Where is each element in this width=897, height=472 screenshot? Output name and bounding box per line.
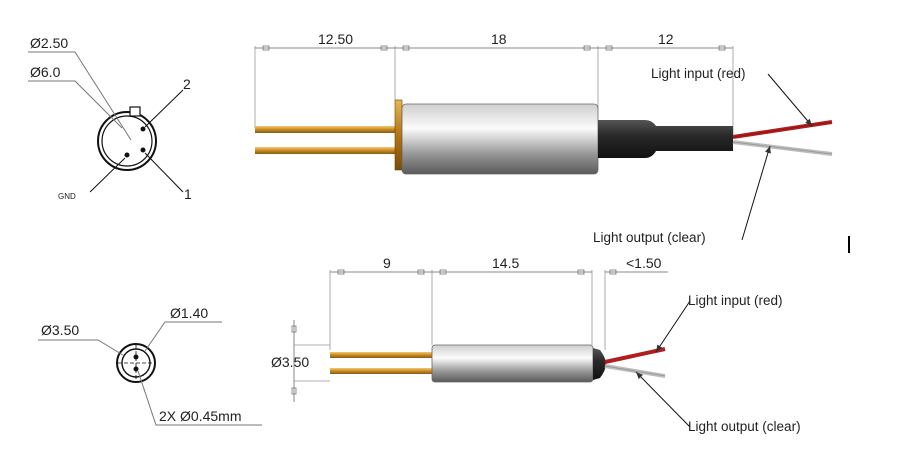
top-gnd-label: GND — [58, 192, 76, 201]
top-side-view: 12.50 18 12 Light input (red) Light outp… — [254, 31, 833, 245]
bottom-dia-body-label: Ø3.50 — [41, 322, 79, 338]
top-pin2-label: 2 — [183, 76, 191, 92]
top-gnd-leader — [89, 157, 126, 193]
top-dia-body-leader — [28, 80, 123, 129]
bottom-pin-upper — [133, 354, 139, 360]
top-dim-b-label: 18 — [491, 31, 507, 47]
top-dim-c-label: 12 — [658, 31, 674, 47]
bottom-light-output-label: Light output (clear) — [688, 419, 801, 434]
bottom-side-view: 9 14.5 <1.50 Ø3.50 Light input (red) Lig… — [271, 255, 801, 434]
bottom-epoxy-tip — [593, 348, 606, 380]
top-input-leader — [767, 73, 813, 127]
top-body-inner-circle — [101, 115, 153, 167]
bottom-steel-body — [431, 344, 594, 383]
bottom-input-leader — [655, 300, 691, 353]
bottom-dim-a-label: 9 — [383, 255, 391, 271]
top-dia-pin-leader — [28, 51, 132, 141]
bottom-gold-pin-upper — [330, 352, 433, 358]
bottom-pin-dia-label: 2X Ø0.45mm — [159, 408, 241, 424]
top-dia-pin-label: Ø2.50 — [30, 35, 68, 51]
top-pin-1 — [140, 147, 146, 153]
bottom-pin-dia-leader — [137, 370, 262, 426]
bottom-dim-c-label: <1.50 — [626, 255, 662, 271]
bottom-light-input-label: Light input (red) — [688, 293, 783, 308]
top-end-view: Ø2.50 Ø6.0 2 1 GND — [28, 35, 192, 202]
bottom-output-leader — [635, 371, 691, 428]
bottom-dim-b-label: 14.5 — [492, 255, 519, 271]
bottom-pin-lower — [133, 366, 139, 372]
top-strain-relief — [598, 120, 733, 158]
top-gold-pin-lower — [255, 147, 397, 154]
bottom-end-view: Ø3.50 Ø1.40 2X Ø0.45mm — [38, 305, 262, 426]
bottom-gold-pin-lower — [330, 368, 433, 374]
top-dia-body-label: Ø6.0 — [30, 64, 61, 80]
bottom-dia-pin-leader — [144, 321, 222, 352]
top-gold-pin-upper — [255, 126, 397, 133]
top-light-input-label: Light input (red) — [651, 66, 746, 81]
bottom-red-wire — [604, 347, 666, 364]
top-light-output-label: Light output (clear) — [593, 230, 706, 245]
text-cursor-mark — [848, 236, 850, 253]
top-steel-body — [401, 103, 599, 175]
bottom-side-dia-label: Ø3.50 — [271, 354, 309, 370]
top-output-leader — [741, 145, 771, 241]
top-pin-2 — [140, 126, 146, 132]
top-key-tab — [129, 106, 141, 117]
top-pin1-label: 1 — [184, 186, 192, 202]
bottom-dia-pin-label: Ø1.40 — [170, 305, 208, 321]
top-pin1-leader — [144, 152, 184, 193]
top-red-wire — [732, 120, 833, 139]
top-pin2-leader — [144, 89, 184, 128]
top-flange — [394, 99, 403, 171]
bottom-dia-body-leader — [38, 339, 124, 356]
top-dim-a-label: 12.50 — [318, 31, 353, 47]
top-body-outer-circle — [97, 111, 157, 171]
bottom-body-outer-circle — [116, 343, 156, 383]
top-pin-gnd — [124, 152, 130, 158]
